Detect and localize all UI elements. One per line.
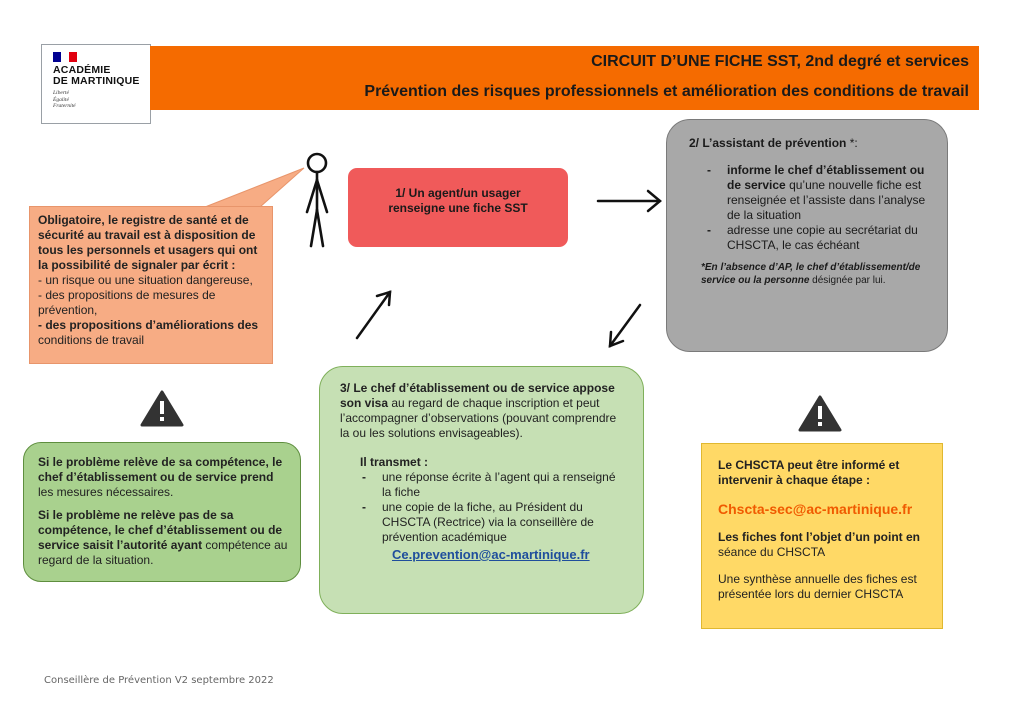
step-2-note: *En l’absence d’AP, le chef d’établissem… bbox=[689, 261, 927, 287]
step-1-box: 1/ Un agent/un usager renseigne une fich… bbox=[348, 168, 568, 247]
step-2-title-suffix: *: bbox=[846, 136, 858, 150]
chscta-intro: Le CHSCTA peut être informé et interveni… bbox=[718, 458, 900, 487]
chscta-email-link[interactable]: Chscta-sec@ac-martinique.fr bbox=[718, 501, 913, 517]
step-2-item-inform: informe le chef d’établissement ou de se… bbox=[705, 163, 927, 223]
step-2-item1-rest: qu’une nouvelle fiche est renseignée et … bbox=[727, 178, 926, 222]
registry-item3-bold: - des propositions d’améliorations des bbox=[38, 318, 259, 332]
french-flag-icon bbox=[53, 52, 77, 62]
motto-fraternite: Fraternité bbox=[53, 103, 76, 109]
competence-p1-rest: les mesures nécessaires. bbox=[38, 485, 174, 499]
prevention-email-link[interactable]: Ce.prevention@ac-martinique.fr bbox=[392, 547, 590, 562]
academie-logo: ACADÉMIE DE MARTINIQUE Liberté Égalité F… bbox=[41, 44, 151, 124]
registry-item-measures: - des propositions de mesures de prévent… bbox=[38, 288, 216, 317]
motto-liberte: Liberté bbox=[53, 90, 69, 96]
chscta-paragraph-1: Les fiches font l’objet d’un point en sé… bbox=[718, 530, 930, 560]
warning-icon bbox=[140, 390, 184, 427]
chscta-paragraph-2: Une synthèse annuelle des fiches est pré… bbox=[718, 572, 917, 601]
step-2-item1-bold: informe le chef d’établissement ou de se… bbox=[727, 163, 925, 192]
warning-icon bbox=[798, 395, 842, 432]
registry-box: Obligatoire, le registre de santé et de … bbox=[29, 206, 273, 364]
step-3-text-1: au regard de chaque inscription et peut … bbox=[340, 396, 600, 425]
step-3-paragraph: 3/ Le chef d’établissement ou de service… bbox=[340, 381, 625, 441]
registry-item-risk: - un risque ou une situation dangereuse, bbox=[38, 273, 253, 287]
person-icon bbox=[305, 152, 329, 248]
competence-p2-rest: compétence au regard de la situation. bbox=[38, 538, 288, 567]
step-3-text-2: (pouvant comprendre bbox=[502, 411, 617, 425]
competence-box: Si le problème relève de sa compétence, … bbox=[23, 442, 301, 582]
registry-item3-rest: conditions de travail bbox=[38, 333, 145, 347]
step-3-list: une réponse écrite à l’agent qui a rense… bbox=[340, 470, 625, 545]
motto-egalite: Égalité bbox=[53, 96, 69, 103]
header-banner: CIRCUIT D’UNE FICHE SST, 2nd degré et se… bbox=[150, 46, 979, 110]
flag-stripe-white bbox=[61, 52, 69, 62]
step-2-title: 2/ L’assistant de prévention *: bbox=[689, 136, 927, 151]
competence-paragraph-1: Si le problème relève de sa compétence, … bbox=[38, 455, 288, 500]
arrow-down-left-icon bbox=[608, 303, 642, 348]
arrow-up-right-icon bbox=[355, 290, 392, 340]
step-2-note-rest: désignée par lui. bbox=[809, 275, 886, 286]
page-title: CIRCUIT D’UNE FICHE SST, 2nd degré et se… bbox=[591, 53, 969, 70]
competence-paragraph-2: Si le problème ne relève pas de sa compé… bbox=[38, 508, 288, 568]
registry-intro: Obligatoire, le registre de santé et de … bbox=[38, 213, 258, 272]
step-1-line-1: 1/ Un agent/un usager bbox=[395, 186, 521, 200]
logo-line-2: DE MARTINIQUE bbox=[53, 75, 140, 87]
step-3-item-copy: une copie de la fiche, au Président du C… bbox=[360, 500, 625, 545]
step-2-title-bold: 2/ L’assistant de prévention bbox=[689, 136, 847, 150]
chscta-box: Le CHSCTA peut être informé et interveni… bbox=[701, 443, 943, 629]
step-3-item-answer: une réponse écrite à l’agent qui a rense… bbox=[360, 470, 625, 500]
step-3-box: 3/ Le chef d’établissement ou de service… bbox=[319, 366, 644, 614]
step-2-box: 2/ L’assistant de prévention *: informe … bbox=[666, 119, 948, 352]
competence-p1-bold: Si le problème relève de sa compétence, … bbox=[38, 455, 283, 484]
logo-motto: Liberté Égalité Fraternité bbox=[53, 90, 150, 110]
step-3-email-wrap: Ce.prevention@ac-martinique.fr bbox=[340, 547, 625, 563]
competence-p2-mid: , le chef d’établissement ou de service … bbox=[38, 523, 283, 552]
chscta-email-wrap: Chscta-sec@ac-martinique.fr bbox=[718, 502, 930, 518]
chscta-p1-bold: Les fiches font l’objet d’un point en bbox=[718, 530, 920, 544]
competence-p2-bold: Si le problème ne relève pas de sa compé… bbox=[38, 508, 234, 537]
callout-pointer bbox=[204, 167, 305, 208]
step-3-title-bold: 3/ Le chef d’établissement ou de service… bbox=[340, 381, 615, 410]
arrow-right-icon bbox=[596, 189, 662, 213]
flag-stripe-red bbox=[69, 52, 77, 62]
step-3-text-3: la ou les solutions envisageables). bbox=[340, 426, 523, 440]
step-3-transmet: Il transmet : bbox=[360, 455, 429, 469]
step-1-line-2: renseigne une fiche SST bbox=[388, 201, 528, 215]
step-2-item-copy: adresse une copie au secrétariat du CHSC… bbox=[705, 223, 927, 253]
footer-text: Conseillère de Prévention V2 septembre 2… bbox=[44, 675, 274, 686]
logo-line-1: ACADÉMIE bbox=[53, 64, 111, 76]
registry-item-improvements: - des propositions d’améliorations des c… bbox=[38, 318, 264, 348]
step-2-note-bold: *En l’absence d’AP, le chef d’établissem… bbox=[701, 262, 921, 286]
page-subtitle: Prévention des risques professionnels et… bbox=[364, 83, 969, 100]
step-2-list: informe le chef d’établissement ou de se… bbox=[689, 163, 927, 253]
chscta-p1-rest: séance du CHSCTA bbox=[718, 545, 826, 559]
flag-stripe-blue bbox=[53, 52, 61, 62]
